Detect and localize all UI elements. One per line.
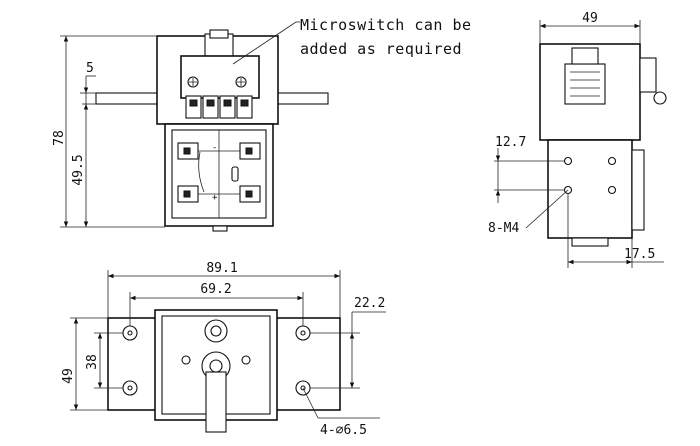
label-8-m4: 8-M4 <box>488 221 519 236</box>
mounting-holes <box>122 325 311 396</box>
svg-text:-: - <box>212 143 217 153</box>
dim-49-top: 49 <box>582 11 598 26</box>
side-view: 49 12.7 8-M4 17.5 <box>488 11 667 268</box>
side-lever <box>639 57 657 93</box>
terminal-block <box>185 95 253 119</box>
dim-22-2: 22.2 <box>354 296 385 311</box>
microswitch <box>180 55 260 99</box>
dim-49-5: 49.5 <box>71 154 86 185</box>
dim-38: 38 <box>85 354 100 370</box>
side-body <box>547 139 633 239</box>
label-4-dia-6-5: 4-∅6.5 <box>320 423 367 438</box>
lever-handle <box>205 371 227 433</box>
front-view: - + 78 49.5 5 <box>52 21 329 232</box>
dim-12-7: 12.7 <box>495 135 526 150</box>
svg-text:+: + <box>212 193 218 203</box>
microswitch-note-line1: Microswitch can be <box>300 16 472 34</box>
dim-69-2: 69.2 <box>200 282 231 297</box>
dim-89-1: 89.1 <box>206 261 237 276</box>
dim-5: 5 <box>86 61 94 76</box>
contact-terminals: - + <box>177 142 261 203</box>
microswitch-note-line2: added as required <box>300 40 462 58</box>
dim-17-5: 17.5 <box>624 247 655 262</box>
dim-49-bottom: 49 <box>61 368 76 384</box>
dim-78: 78 <box>52 130 67 146</box>
bottom-view: 89.1 69.2 22.2 49 38 4-∅6.5 <box>61 261 386 438</box>
